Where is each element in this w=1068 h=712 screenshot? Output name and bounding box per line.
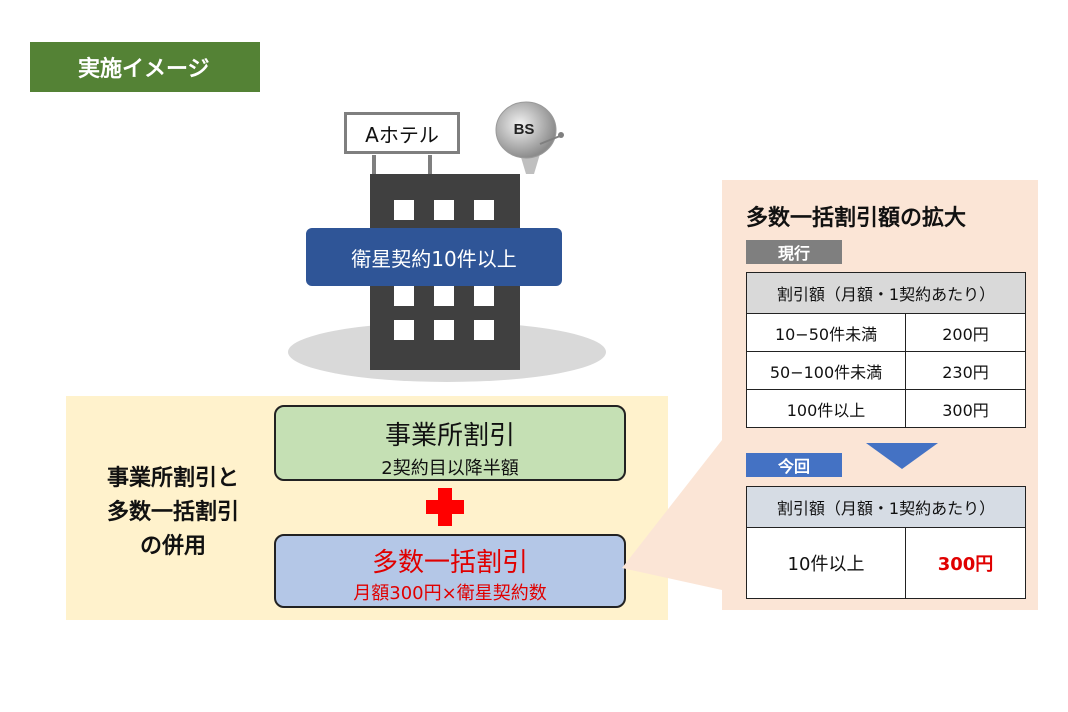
amount-cell: 300円 xyxy=(905,389,1026,428)
section-tag: 実施イメージ xyxy=(30,42,260,92)
table-row: 50−100件未満 230円 xyxy=(745,351,1026,390)
sign-post-right xyxy=(428,155,432,177)
hotel-sign: Aホテル xyxy=(344,112,460,154)
building-window xyxy=(474,286,494,306)
new-discount-table: 割引額（月額・1契約あたり） 10件以上 300円 xyxy=(745,486,1026,599)
range-cell: 100件以上 xyxy=(745,389,907,428)
building-window xyxy=(434,200,454,220)
amount-cell: 300円 xyxy=(905,527,1026,599)
building-window xyxy=(474,200,494,220)
sign-post-left xyxy=(372,155,376,177)
dish-label: BS xyxy=(514,121,535,138)
amount-cell: 200円 xyxy=(905,313,1026,352)
amount-cell: 230円 xyxy=(905,351,1026,390)
range-cell: 10件以上 xyxy=(745,527,907,599)
satellite-dish-icon: BS xyxy=(495,101,564,174)
table-header: 割引額（月額・1契約あたり） xyxy=(746,486,1026,528)
building-window xyxy=(474,320,494,340)
building-window xyxy=(394,286,414,306)
table-header-row: 割引額（月額・1契約あたり） xyxy=(746,486,1026,528)
table-header: 割引額（月額・1契約あたり） xyxy=(746,272,1026,314)
callout-wedge xyxy=(622,440,722,590)
current-discount-table: 割引額（月額・1契約あたり） 10−50件未満 200円 50−100件未満 2… xyxy=(745,272,1026,428)
bulk-discount-title: 多数一括割引 xyxy=(371,548,528,578)
down-arrow-icon xyxy=(866,443,938,469)
office-discount-subtitle: 2契約目以降半額 xyxy=(381,458,519,479)
panel-title: 多数一括割引額の拡大 xyxy=(746,206,967,231)
bulk-discount-box: 多数一括割引 月額300円×衛星契約数 xyxy=(274,534,626,608)
range-cell: 50−100件未満 xyxy=(745,351,907,390)
label-line: 事業所割引と xyxy=(106,466,239,491)
table-row: 10−50件未満 200円 xyxy=(745,313,1026,352)
combined-discount-label: 事業所割引と 多数一括割引 の併用 xyxy=(88,462,258,564)
new-label: 今回 xyxy=(746,453,842,477)
office-discount-title: 事業所割引 xyxy=(384,421,515,451)
satellite-contract-band: 衛星契約10件以上 xyxy=(306,228,562,286)
label-line: の併用 xyxy=(139,534,206,559)
office-discount-box: 事業所割引 2契約目以降半額 xyxy=(274,405,626,481)
table-row: 10件以上 300円 xyxy=(745,527,1026,599)
label-line: 多数一括割引 xyxy=(106,500,239,525)
building-window xyxy=(394,320,414,340)
building-window xyxy=(434,286,454,306)
building-window xyxy=(434,320,454,340)
current-label: 現行 xyxy=(746,240,842,264)
building-window xyxy=(394,200,414,220)
range-cell: 10−50件未満 xyxy=(745,313,907,352)
table-row: 100件以上 300円 xyxy=(745,389,1026,428)
bulk-discount-subtitle: 月額300円×衛星契約数 xyxy=(353,583,547,604)
table-header-row: 割引額（月額・1契約あたり） xyxy=(746,272,1026,314)
plus-icon xyxy=(426,488,464,526)
